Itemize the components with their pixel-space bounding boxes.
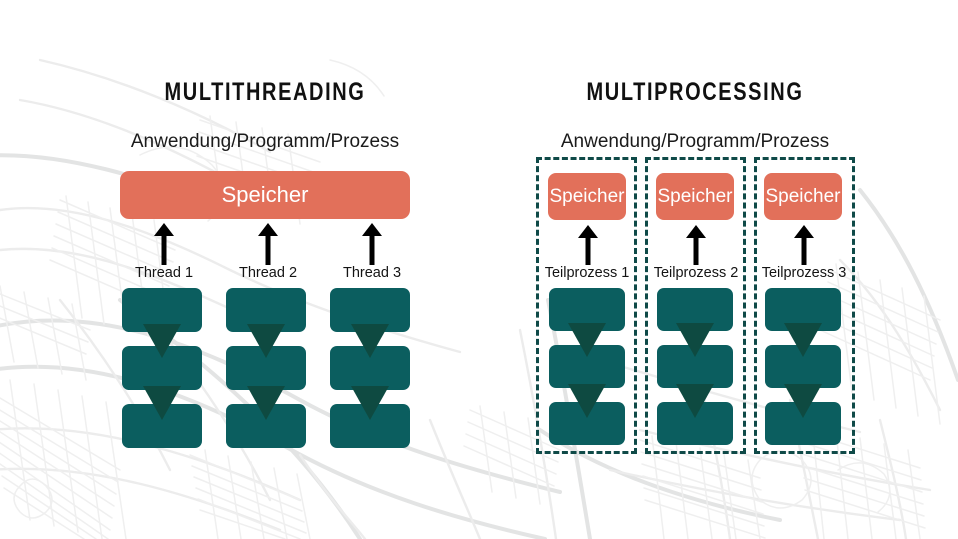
process-unit-label-3: Teilprozess 3 — [761, 265, 847, 281]
left-unit-label-2: Thread 2 — [238, 265, 298, 281]
process-unit-label-2: Teilprozess 2 — [653, 265, 739, 281]
connector-triangle — [568, 384, 606, 418]
connector-triangle — [676, 384, 714, 418]
up-arrow-icon — [578, 225, 598, 265]
process-memory-box-2: Speicher — [656, 173, 734, 220]
connector-triangle — [784, 384, 822, 418]
connector-triangle — [568, 323, 606, 357]
right-panel-subtitle: Anwendung/Programm/Prozess — [560, 131, 830, 152]
connector-triangle — [676, 323, 714, 357]
process-memory-label-1: Speicher — [549, 185, 625, 207]
process-memory-box-1: Speicher — [548, 173, 626, 220]
up-arrow-icon — [686, 225, 706, 265]
left-thread-stack-1 — [122, 288, 202, 448]
connector-triangle — [247, 324, 285, 358]
connector-triangle — [247, 386, 285, 420]
left-unit-label-3: Thread 3 — [342, 265, 402, 281]
process-unit-label-1: Teilprozess 1 — [544, 265, 630, 281]
right-panel-title: MULTIPROCESSING — [586, 78, 804, 106]
left-panel-title: MULTITHREADING — [164, 78, 366, 106]
process-block-stack-2 — [657, 288, 733, 446]
up-arrow-icon — [154, 223, 174, 265]
connector-triangle — [784, 323, 822, 357]
up-arrow-icon — [794, 225, 814, 265]
process-memory-label-2: Speicher — [657, 185, 733, 207]
left-thread-stack-3 — [330, 288, 410, 448]
left-unit-label-1: Thread 1 — [134, 265, 194, 281]
process-block-stack-1 — [549, 288, 625, 446]
left-panel-subtitle: Anwendung/Programm/Prozess — [130, 131, 400, 152]
left-shared-memory-box: Speicher — [120, 171, 410, 219]
connector-triangle — [351, 324, 389, 358]
process-memory-label-3: Speicher — [765, 185, 841, 207]
connector-triangle — [143, 324, 181, 358]
up-arrow-icon — [258, 223, 278, 265]
left-shared-memory-label: Speicher — [221, 182, 309, 207]
process-memory-box-3: Speicher — [764, 173, 842, 220]
process-block-stack-3 — [765, 288, 841, 446]
connector-triangle — [351, 386, 389, 420]
connector-triangle — [143, 386, 181, 420]
up-arrow-icon — [362, 223, 382, 265]
left-thread-stack-2 — [226, 288, 306, 448]
